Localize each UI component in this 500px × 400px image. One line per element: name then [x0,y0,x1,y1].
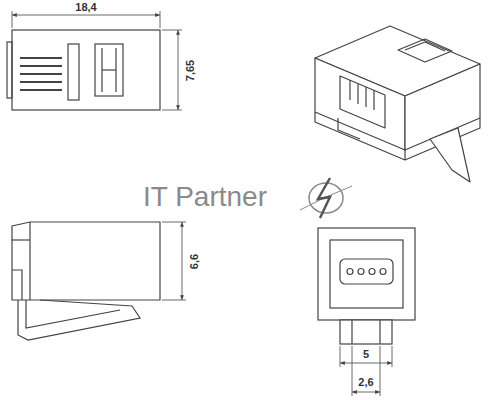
isometric-view [315,26,480,182]
front-view [318,228,415,344]
dimension-label: 7,65 [185,59,196,80]
dimension-label: 5 [363,349,369,360]
watermark: IT Partner [143,183,267,211]
dimension-label: 18,4 [75,2,96,13]
top-view [7,30,160,110]
side-view [12,222,160,340]
watermark-logo [300,178,352,218]
dimension-label: 6,6 [189,253,200,268]
dimension-label: 2,6 [358,377,373,388]
